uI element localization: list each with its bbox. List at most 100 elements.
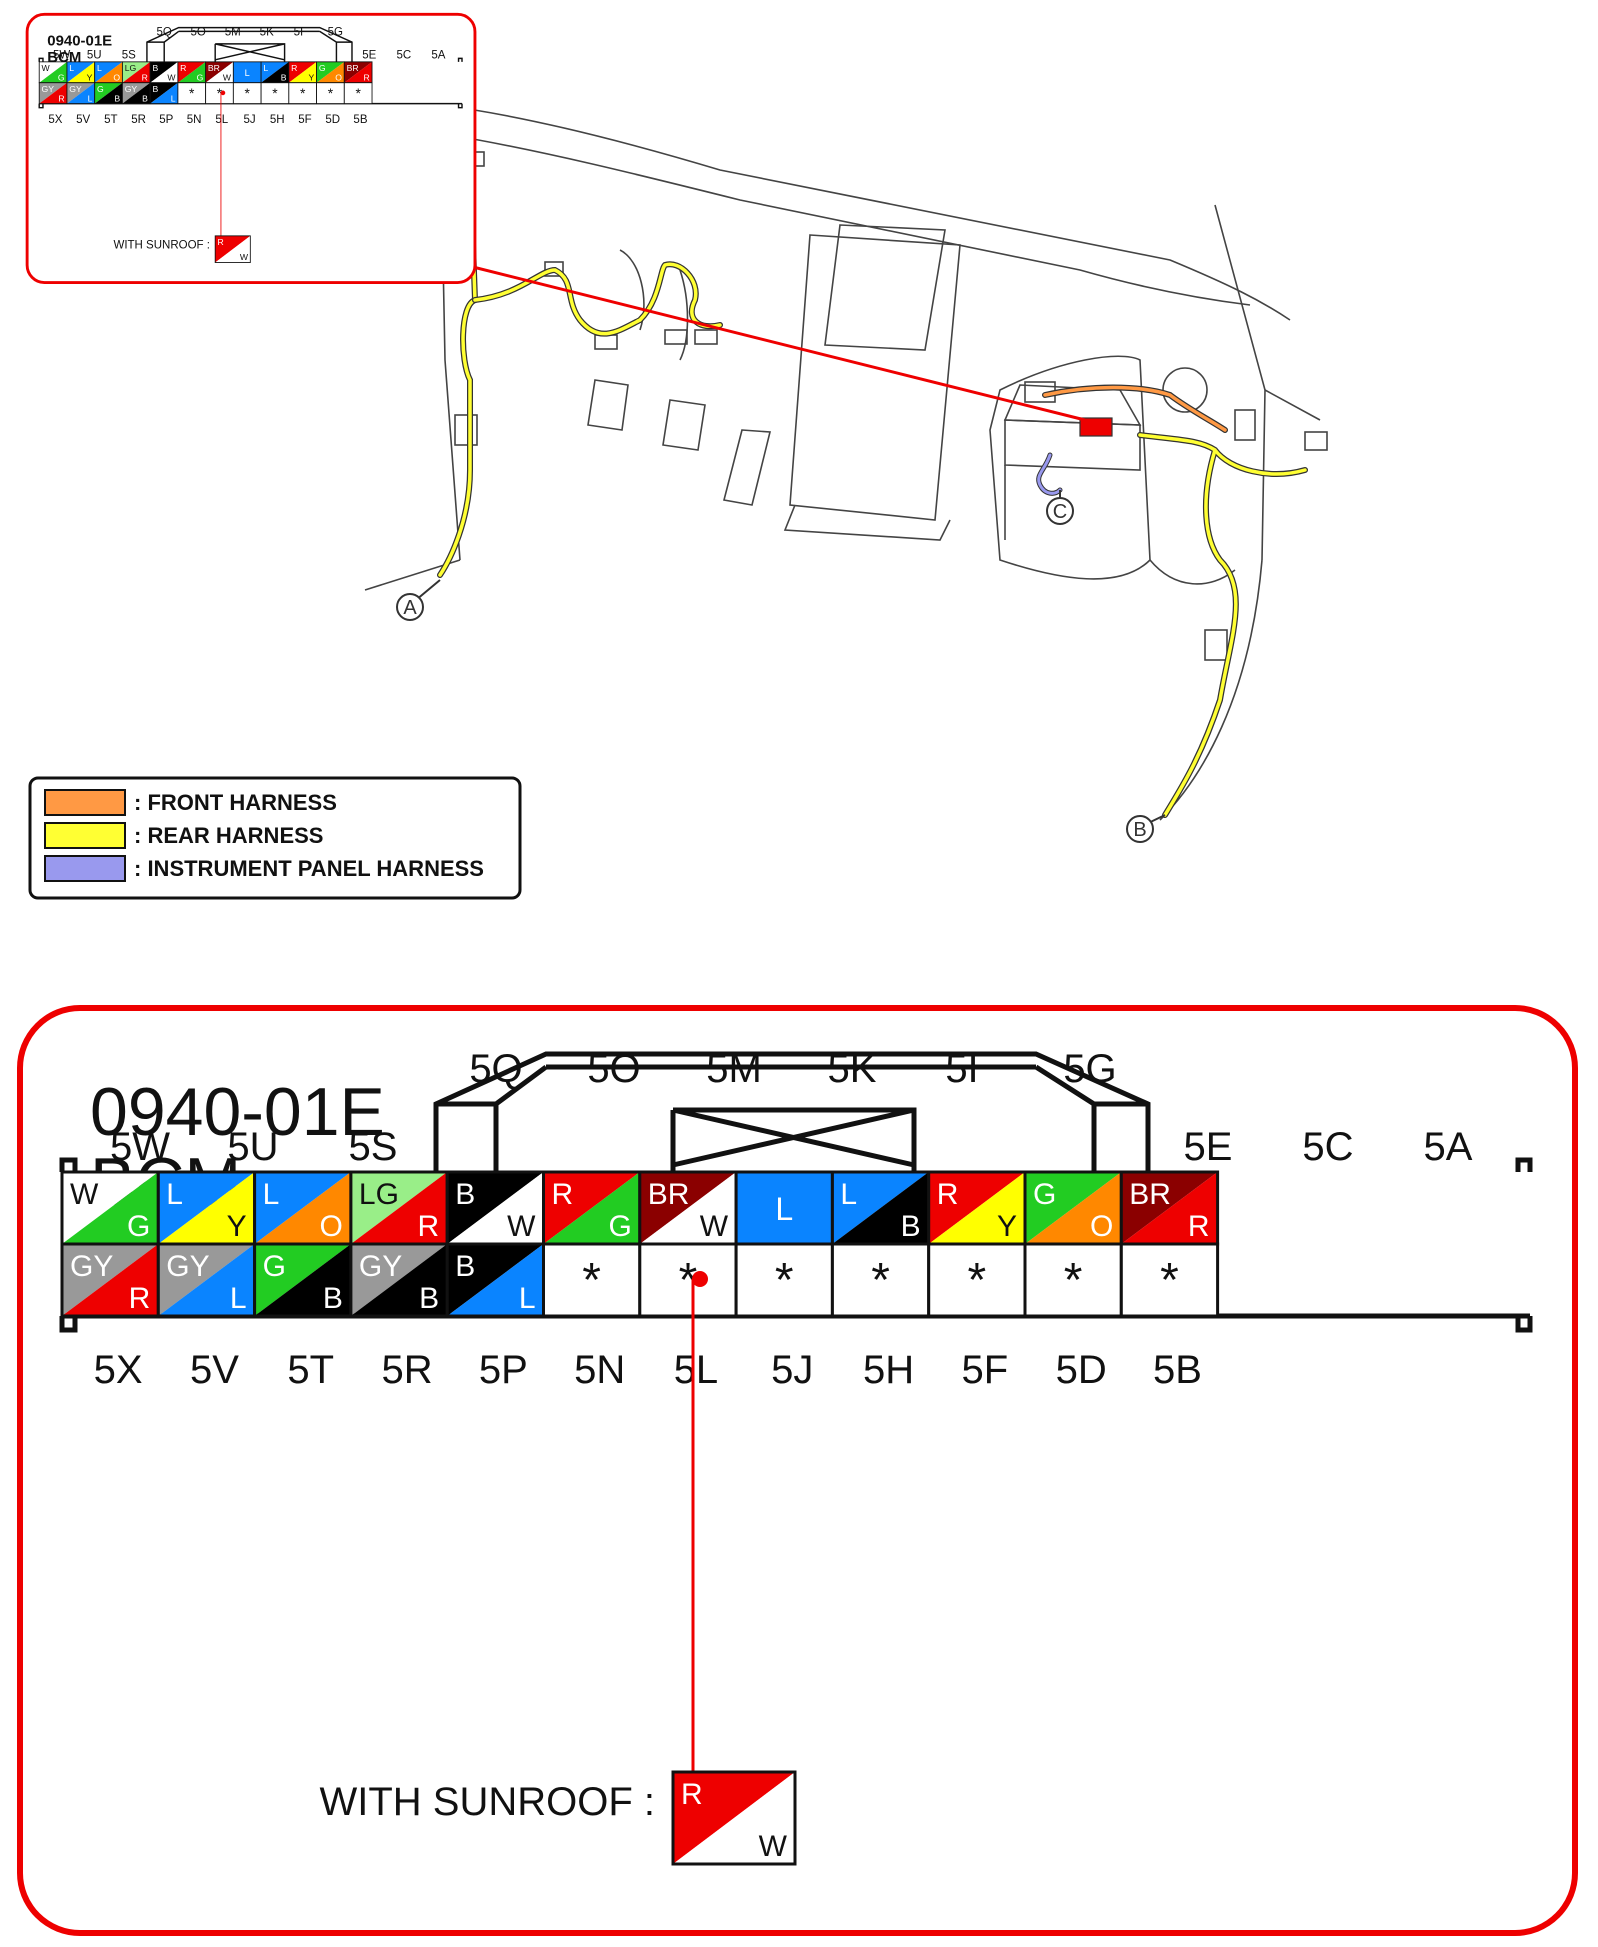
pin-5k-color-a: BR bbox=[208, 63, 220, 73]
pin-5p: BL bbox=[149, 82, 179, 105]
pin-5a: BRR bbox=[1119, 1170, 1220, 1246]
connector-housing-top bbox=[146, 26, 353, 62]
pin-label-bottom-5f: 5F bbox=[298, 114, 311, 126]
pin-label-upper-5e: 5E bbox=[1184, 1125, 1233, 1169]
pin-5e-color-b: Y bbox=[997, 1210, 1017, 1243]
pin-label-bottom-5d: 5D bbox=[325, 114, 340, 126]
pin-5r-color-b: B bbox=[142, 93, 148, 103]
legend-swatch-front bbox=[44, 789, 126, 816]
pin-label-bottom-5h: 5H bbox=[863, 1348, 914, 1392]
pin-label-bottom-5l: 5L bbox=[215, 114, 228, 126]
pin-label-top-5i: 5I bbox=[945, 1047, 978, 1091]
pin-5m-color-b: G bbox=[608, 1210, 631, 1243]
pin-5x: GYR bbox=[60, 1242, 160, 1318]
pin-5w: WG bbox=[60, 1170, 160, 1246]
pin-5w-color-b: G bbox=[58, 72, 65, 82]
marker-c-label: C bbox=[1053, 501, 1067, 523]
pin-5x-color-a: GY bbox=[70, 1250, 113, 1283]
pin-label-upper-5s: 5S bbox=[349, 1125, 398, 1169]
pin-label-bottom-5b: 5B bbox=[1153, 1348, 1202, 1392]
pin-5f-unused: * bbox=[300, 85, 306, 101]
pin-5r-color-b: B bbox=[419, 1282, 439, 1315]
pin-5g-color-a: L bbox=[840, 1178, 857, 1211]
pin-5w-color-b: G bbox=[127, 1210, 150, 1243]
pin-5q: LGR bbox=[121, 61, 151, 84]
pin-label-bottom-5l: 5L bbox=[674, 1348, 719, 1392]
sunroof-callout-dot bbox=[220, 90, 226, 96]
legend-label-rear: : REAR HARNESS bbox=[134, 823, 323, 848]
connector-detail-large: 0940-01EBCM5Q5O5M5K5I5G5W5U5S5E5C5A5X5V5… bbox=[17, 1005, 1578, 1936]
pin-label-top-5q: 5Q bbox=[469, 1047, 522, 1091]
pin-label-bottom-5j: 5J bbox=[771, 1348, 813, 1392]
pin-5p-color-b: L bbox=[171, 93, 176, 103]
pin-5n-sunroof: RW bbox=[671, 1770, 797, 1866]
pin-label-upper-5u: 5U bbox=[227, 1125, 278, 1169]
pin-5a: BRR bbox=[343, 61, 373, 84]
pin-5i: L bbox=[232, 61, 262, 84]
pin-5h-unused: * bbox=[272, 85, 278, 101]
connector-housing-top bbox=[433, 1051, 1151, 1172]
pin-label-top-5k: 5K bbox=[260, 27, 274, 39]
pin-label-bottom-5t: 5T bbox=[287, 1348, 334, 1392]
pin-5i-color: L bbox=[245, 68, 250, 78]
pin-label-bottom-5r: 5R bbox=[131, 114, 146, 126]
pin-5j-unused: * bbox=[775, 1254, 794, 1307]
pin-5s-color-b: O bbox=[320, 1210, 343, 1243]
legend-swatch-rear bbox=[44, 822, 126, 849]
pin-5g-color-b: B bbox=[281, 72, 287, 82]
connector-code: 0940-01E bbox=[47, 32, 112, 49]
pin-5n-unused: * bbox=[189, 85, 195, 101]
pin-5g: LB bbox=[830, 1170, 931, 1246]
pin-5x-color-b: R bbox=[58, 93, 64, 103]
pin-5q: LGR bbox=[349, 1170, 449, 1246]
pin-label-upper-5w: 5W bbox=[110, 1125, 170, 1169]
pin-5o: BW bbox=[149, 61, 179, 84]
pin-5n: * bbox=[542, 1242, 642, 1318]
pin-5d: * bbox=[316, 82, 345, 105]
pin-5k-color-a: BR bbox=[648, 1178, 690, 1211]
pin-label-upper-5e: 5E bbox=[362, 49, 376, 61]
pin-label-bottom-5f: 5F bbox=[962, 1348, 1009, 1392]
pin-5c: GO bbox=[316, 61, 345, 84]
legend-label-instrument: : INSTRUMENT PANEL HARNESS bbox=[134, 856, 484, 881]
pin-5w-color-a: W bbox=[70, 1178, 99, 1211]
pin-5e-color-a: R bbox=[291, 63, 297, 73]
pin-5c-color-b: O bbox=[335, 72, 342, 82]
pin-label-upper-5c: 5C bbox=[1302, 1125, 1353, 1169]
pin-5a-color-a: BR bbox=[1129, 1178, 1171, 1211]
pin-label-upper-5u: 5U bbox=[87, 49, 102, 61]
pin-5j: * bbox=[232, 82, 262, 105]
pin-5m: RG bbox=[542, 1170, 642, 1246]
pin-5b-unused: * bbox=[355, 85, 361, 101]
pin-5m: RG bbox=[177, 61, 207, 84]
pin-5n-sunroof-color-a: R bbox=[681, 1778, 703, 1811]
pin-5n: * bbox=[177, 82, 207, 105]
pin-label-bottom-5x: 5X bbox=[48, 114, 62, 126]
pin-5u-color-b: Y bbox=[87, 72, 93, 82]
pin-5p-color-a: B bbox=[152, 84, 158, 94]
pin-5r: GYB bbox=[121, 82, 151, 105]
pin-5m-color-a: R bbox=[552, 1178, 574, 1211]
pin-5d: * bbox=[1023, 1242, 1123, 1318]
pin-5w: WG bbox=[38, 61, 68, 84]
pin-5l-unused: * bbox=[217, 85, 223, 101]
marker-b-label: B bbox=[1133, 819, 1146, 841]
pin-5n-unused: * bbox=[582, 1254, 601, 1307]
connector-key-box bbox=[670, 1107, 917, 1172]
connector-housing-rails bbox=[59, 1157, 1533, 1333]
pin-label-bottom-5x: 5X bbox=[94, 1348, 143, 1392]
pin-5n-sunroof-color-b: W bbox=[759, 1830, 788, 1863]
pin-5x-color-a: GY bbox=[42, 84, 55, 94]
pin-5v: GYL bbox=[66, 82, 96, 105]
sunroof-callout-dot bbox=[692, 1271, 708, 1287]
pin-5q-color-b: R bbox=[142, 72, 148, 82]
pin-label-bottom-5v: 5V bbox=[190, 1348, 239, 1392]
pin-5r: GYB bbox=[349, 1242, 449, 1318]
pin-5p-color-b: L bbox=[519, 1282, 536, 1315]
front-harness-wire bbox=[1042, 384, 1228, 433]
pin-5m-color-a: R bbox=[180, 63, 186, 73]
pin-label-top-5q: 5Q bbox=[157, 27, 172, 39]
pin-5b: * bbox=[343, 82, 373, 105]
pin-5h: * bbox=[830, 1242, 931, 1318]
